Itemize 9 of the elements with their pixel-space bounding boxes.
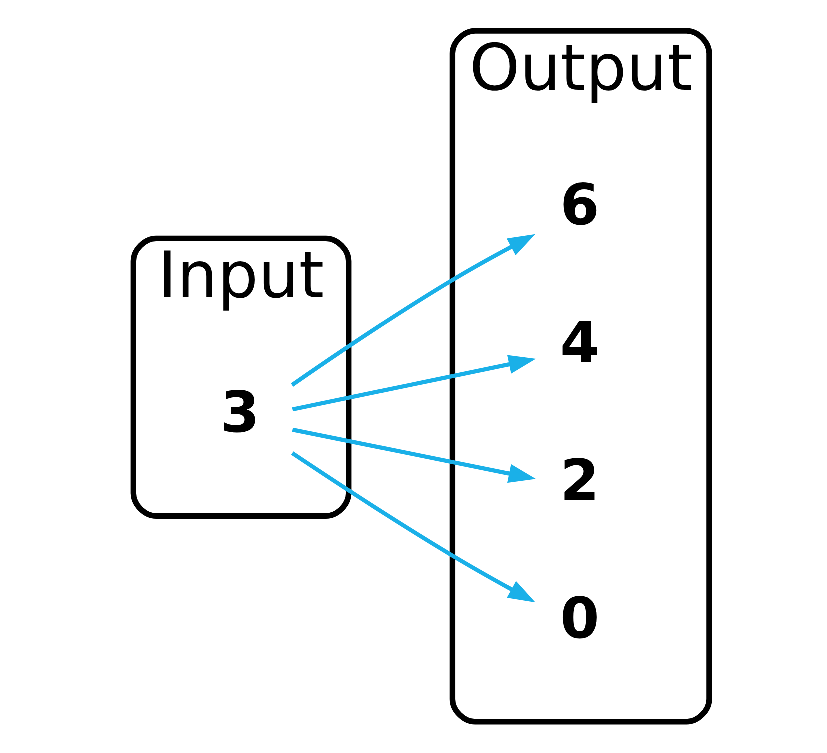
node-text: 0: [560, 586, 600, 652]
arrow: [290, 234, 535, 387]
node-text: 3: [220, 380, 260, 446]
arrow: [292, 428, 536, 484]
node-text: 4: [560, 310, 600, 376]
node-text: 6: [560, 172, 600, 239]
node-text: 2: [560, 448, 600, 514]
arrow: [292, 355, 536, 412]
arrow: [290, 452, 536, 603]
